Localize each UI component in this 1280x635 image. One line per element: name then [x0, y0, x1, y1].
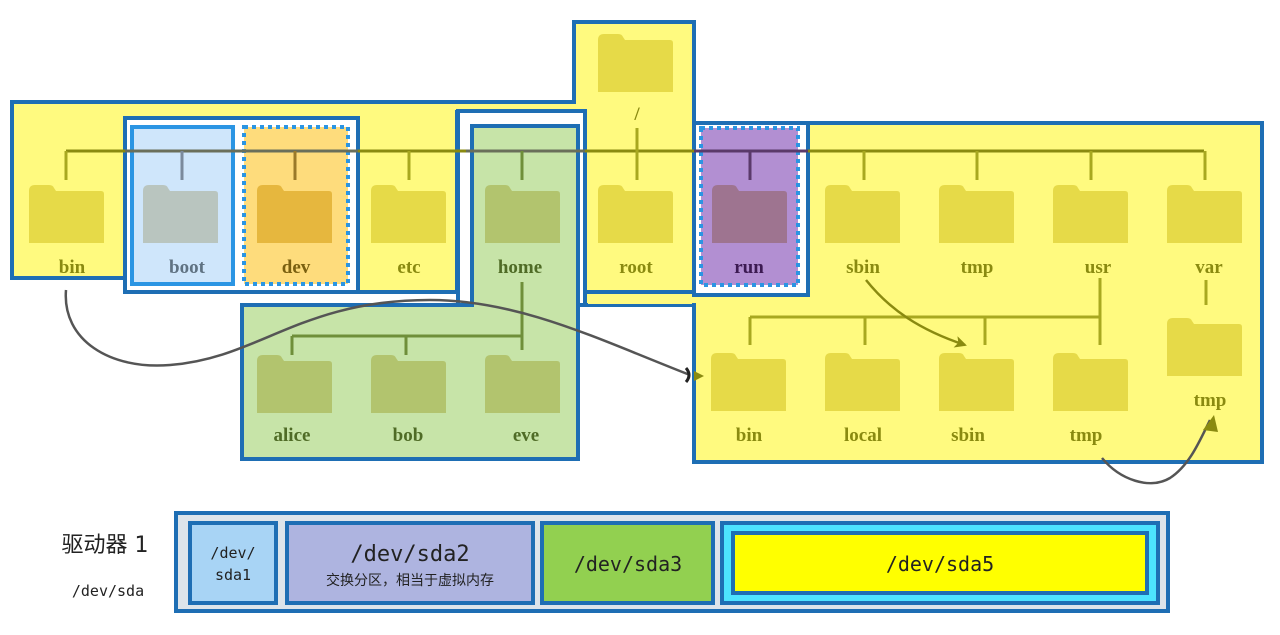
partition-sda1[interactable]: /dev/ sda1 [188, 521, 278, 605]
folder-label: bin [736, 425, 763, 446]
folder-label: dev [282, 257, 311, 278]
folder-icon [939, 185, 1014, 243]
folder-icon [371, 355, 446, 413]
folder-label: etc [397, 257, 420, 278]
folder-icon [711, 353, 786, 411]
folder-usr[interactable]: usr [1053, 185, 1128, 278]
partition-sda3[interactable]: /dev/sda3 [540, 521, 715, 605]
folder-label: tmp [961, 257, 994, 278]
folder-label: bob [393, 425, 424, 446]
folder-icon [257, 185, 332, 243]
folder-usr-sbin[interactable]: sbin [939, 353, 1014, 446]
partition-sda2-note: 交换分区，相当于虚拟内存 [326, 572, 494, 589]
drive-name: 驱动器 1 [62, 533, 149, 558]
partition-sda3-label: /dev/sda3 [574, 552, 682, 576]
folder-icon [143, 185, 218, 243]
folder-home-bob[interactable]: bob [371, 355, 446, 446]
drive-device: /dev/sda [72, 582, 144, 600]
folder-label: alice [274, 425, 311, 446]
drive-bar: /dev/ sda1 /dev/sda2 交换分区，相当于虚拟内存 /dev/s… [174, 511, 1170, 613]
folder-label: tmp [1070, 425, 1103, 446]
folder-icon [825, 353, 900, 411]
folder-var[interactable]: var [1167, 185, 1242, 278]
folder-icon [29, 185, 104, 243]
folder-usr-tmp[interactable]: tmp [1053, 353, 1128, 446]
folder-root[interactable]: root [598, 185, 673, 278]
partition-sda1-line2: sda1 [215, 566, 251, 584]
folder-label: boot [169, 257, 206, 278]
folder-icon [712, 185, 787, 243]
folder-label: usr [1085, 257, 1112, 278]
folder-label: root [619, 257, 653, 278]
folder-icon [257, 355, 332, 413]
folder-label: run [734, 257, 764, 278]
partition-sda1-line1: /dev/ [210, 544, 255, 562]
folder-label: tmp [1194, 390, 1227, 411]
folder-usr-local[interactable]: local [825, 353, 900, 446]
folder-icon [1167, 185, 1242, 243]
folder-label: bin [59, 257, 86, 278]
link-usr-tmp-to-var-tmp [1101, 419, 1212, 485]
partition-sda2[interactable]: /dev/sda2 交换分区，相当于虚拟内存 [285, 521, 535, 605]
folder-label: local [844, 425, 882, 446]
symlink-arrows [64, 279, 1218, 485]
folder-etc[interactable]: etc [371, 185, 446, 278]
folder-icon [825, 185, 900, 243]
folder-home[interactable]: home [485, 185, 560, 278]
folder-tmp[interactable]: tmp [939, 185, 1014, 278]
folder-icon [598, 34, 673, 92]
folder-label: home [498, 257, 542, 278]
folder-label: var [1195, 257, 1223, 278]
folder-icon [939, 353, 1014, 411]
folder-home-eve[interactable]: eve [485, 355, 560, 446]
partition-sda2-label: /dev/sda2 [350, 542, 469, 567]
folder-boot[interactable]: boot [143, 185, 218, 278]
tree-lines [64, 128, 1208, 355]
folder-sbin[interactable]: sbin [825, 185, 900, 278]
partition-sda5-label: /dev/sda5 [886, 552, 994, 576]
folder-label: eve [513, 425, 539, 446]
folder-icon [598, 185, 673, 243]
folder-dev[interactable]: dev [257, 185, 332, 278]
folder-icon [485, 355, 560, 413]
folder-icon [1167, 318, 1242, 376]
link-bin-to-usr-bin [64, 289, 691, 377]
folder-var-tmp[interactable]: tmp [1167, 318, 1242, 411]
partition-sda5[interactable]: /dev/sda5 [720, 521, 1160, 605]
folder-icon [485, 185, 560, 243]
folder-label-root-slash: / [633, 104, 640, 125]
folder-home-alice[interactable]: alice [257, 355, 332, 446]
folder-run[interactable]: run [712, 185, 787, 278]
folder-label: sbin [846, 257, 880, 278]
folder-usr-bin[interactable]: bin [711, 353, 786, 446]
folder-label: sbin [951, 425, 985, 446]
folder-icon [1053, 185, 1128, 243]
folder-icon [371, 185, 446, 243]
folder-bin[interactable]: bin [29, 185, 104, 278]
link-sbin-to-usr-sbin [865, 279, 967, 348]
folder-root-dir[interactable] [598, 34, 673, 92]
folder-icon [1053, 353, 1128, 411]
